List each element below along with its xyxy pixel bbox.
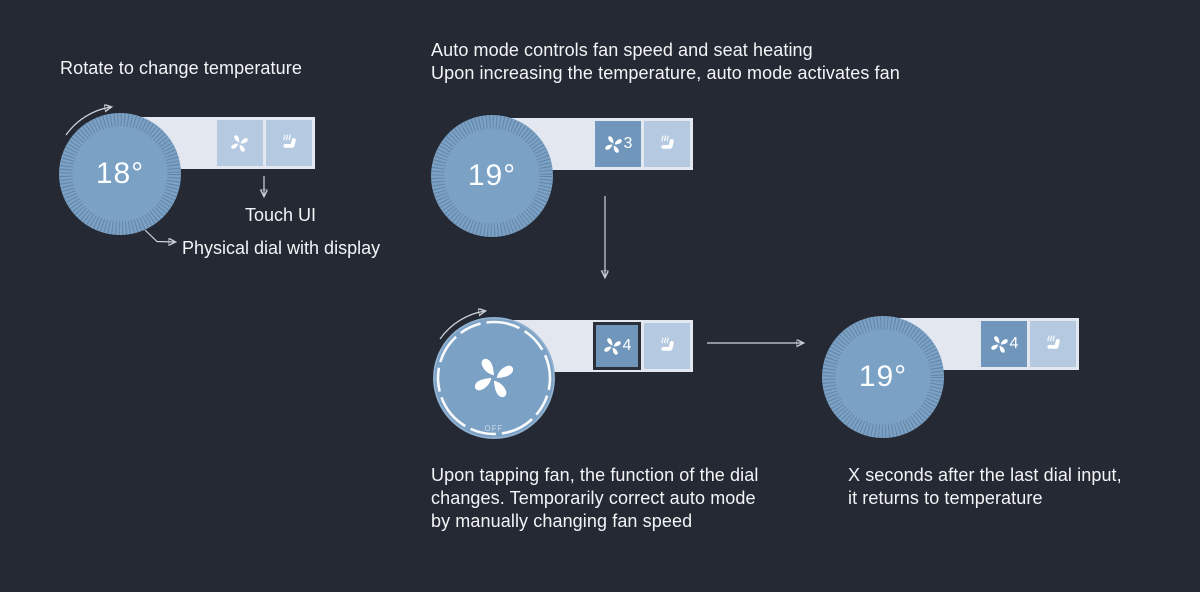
dial-temperature-value: 19° xyxy=(467,159,517,192)
dial-temperature-value: 19° xyxy=(858,360,908,393)
dial-segment-ring xyxy=(433,317,555,439)
dial-tick-ring xyxy=(59,113,181,235)
fan-icon xyxy=(604,135,623,154)
caption-step1: Rotate to change temperature xyxy=(60,58,302,78)
temperature-dial-2[interactable]: 19° xyxy=(431,115,553,237)
fan-level: 4 xyxy=(622,337,632,354)
heated-seat-icon xyxy=(279,133,300,154)
dial-temperature-value: 18° xyxy=(95,157,145,190)
fan-button[interactable]: 4 xyxy=(981,321,1027,367)
fan-level: 4 xyxy=(1009,335,1019,352)
dial-tick-ring xyxy=(431,115,553,237)
touch-panel-3: 4 xyxy=(494,320,693,372)
caption-step2: Auto mode controls fan speed and seat he… xyxy=(431,40,900,83)
heated-seat-icon xyxy=(1043,334,1064,355)
temperature-dial-1[interactable]: 18° xyxy=(59,113,181,235)
touch-ui-label: Touch UI xyxy=(245,205,317,225)
seat-heat-button[interactable] xyxy=(266,120,312,166)
fan-button-selected[interactable]: 4 xyxy=(593,322,641,370)
caption-step3: Upon tapping fan, the function of the di… xyxy=(431,465,759,531)
dial-off-label: OFF xyxy=(484,424,504,433)
seat-heat-button[interactable] xyxy=(644,121,690,167)
seat-heat-button[interactable] xyxy=(1030,321,1076,367)
fan-button[interactable] xyxy=(217,120,263,166)
fan-level: 3 xyxy=(623,135,633,152)
fan-icon xyxy=(603,337,622,356)
heated-seat-icon xyxy=(657,336,678,357)
fan-icon xyxy=(230,134,249,153)
fan-icon xyxy=(472,356,516,400)
fan-icon xyxy=(990,335,1009,354)
temperature-dial-4[interactable]: 19° xyxy=(822,316,944,438)
caption-step4: X seconds after the last dial input, it … xyxy=(848,465,1122,508)
physical-dial-label: Physical dial with display xyxy=(182,238,381,258)
fan-speed-dial[interactable]: OFF xyxy=(433,317,555,439)
seat-heat-button[interactable] xyxy=(644,323,690,369)
dial-tick-ring xyxy=(822,316,944,438)
fan-button[interactable]: 3 xyxy=(595,121,641,167)
heated-seat-icon xyxy=(657,134,678,155)
